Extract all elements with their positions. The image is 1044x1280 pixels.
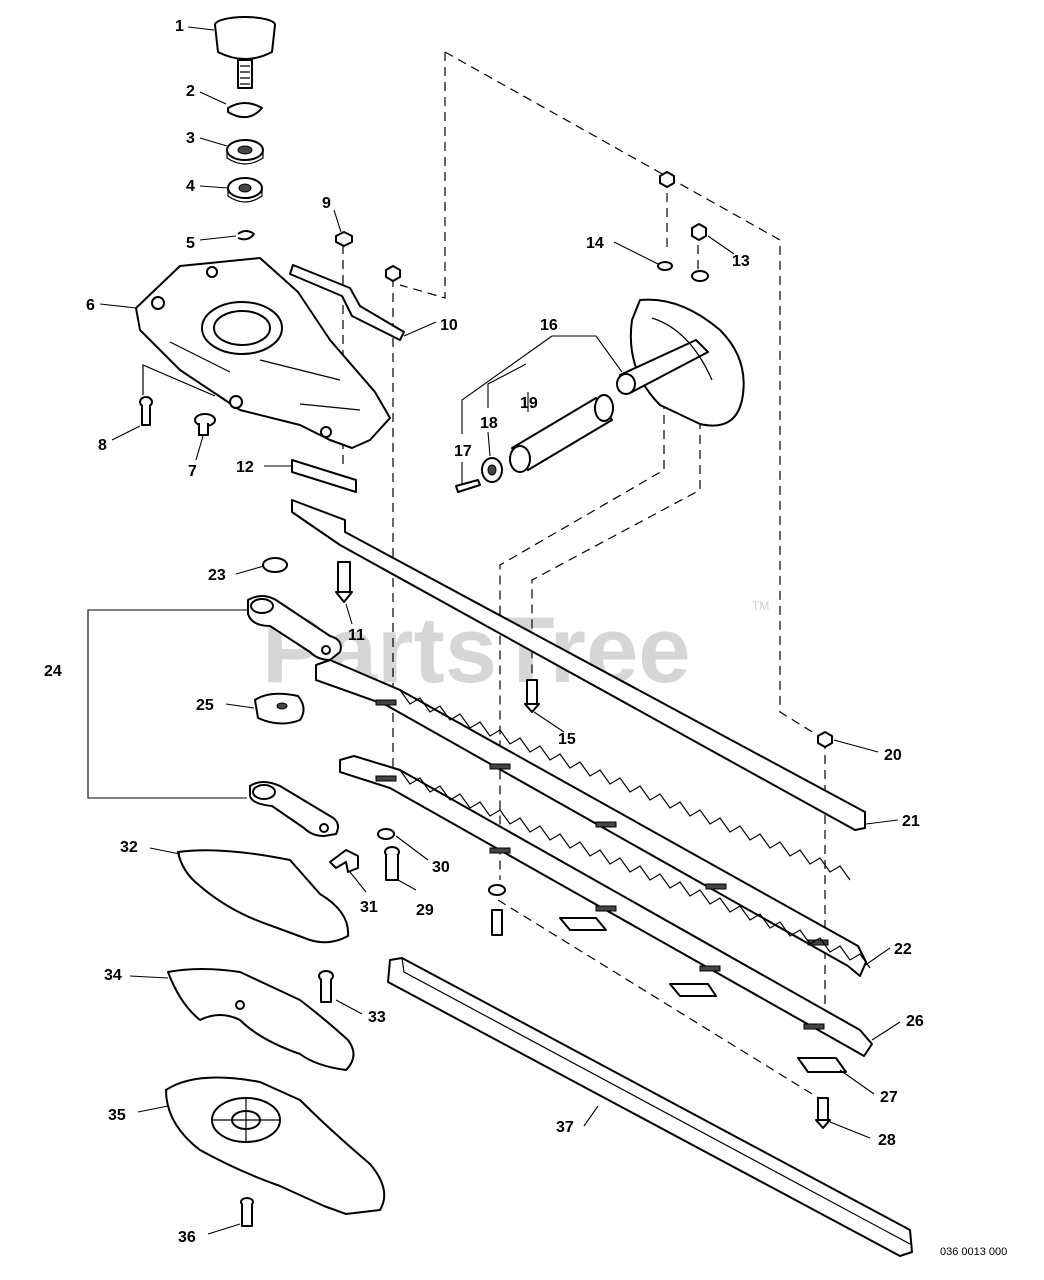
callout-11: 11: [348, 627, 365, 644]
callout-19: 19: [520, 395, 538, 412]
part-3-bearing: [226, 139, 264, 165]
part-16-crank-assembly: [616, 298, 745, 427]
part-1-knob: [214, 16, 276, 89]
callout-22: 22: [894, 941, 912, 958]
callout-labels: 1 2 3 4 5 6 7 8 9 10 11 12 13 14 15 16 1…: [44, 18, 924, 1246]
callout-33: 33: [368, 1009, 386, 1026]
part-36-bolt: [240, 1197, 254, 1227]
callout-17: 17: [454, 443, 472, 460]
callout-27: 27: [880, 1089, 898, 1106]
callout-16: 16: [540, 317, 558, 334]
screw-mid: [491, 909, 503, 936]
callout-36: 36: [178, 1229, 196, 1246]
callout-2: 2: [186, 83, 195, 100]
watermark-trademark: TM: [752, 599, 769, 613]
part-21-bar: [291, 499, 866, 831]
gasket-hole: [235, 1000, 245, 1010]
nut-upper: [659, 171, 675, 188]
part-23-washer: [262, 557, 288, 573]
callout-34: 34: [104, 967, 122, 984]
part-24-connecting-rod-lower: [249, 781, 339, 837]
part-2-snap-ring: [227, 102, 263, 119]
callout-15: 15: [558, 731, 576, 748]
callout-6: 6: [86, 297, 95, 314]
part-28-screw: [815, 1097, 831, 1129]
part-27-guide-blocks: [559, 917, 847, 1073]
leader-lines: [99, 26, 901, 1235]
nut-top: [385, 265, 401, 282]
washer-right: [691, 270, 709, 282]
part-18-washer: [481, 457, 503, 483]
part-12-plate: [291, 459, 357, 493]
part-10-bracket: [289, 264, 405, 341]
callout-25: 25: [196, 697, 214, 714]
part-19-sleeve: [509, 394, 614, 473]
part-4-bearing: [227, 177, 263, 203]
washer-mid: [488, 884, 506, 896]
callout-21: 21: [902, 813, 920, 830]
callout-29: 29: [416, 902, 434, 919]
callout-18: 18: [480, 415, 498, 432]
callout-14: 14: [586, 235, 604, 252]
callout-4: 4: [186, 178, 195, 195]
callout-20: 20: [884, 747, 902, 764]
part-30-washer: [377, 828, 395, 840]
callout-32: 32: [120, 839, 138, 856]
part-6-gear-case: [135, 257, 391, 449]
callout-13: 13: [732, 253, 750, 270]
part-5-clip: [237, 230, 255, 241]
callout-8: 8: [98, 437, 107, 454]
callout-3: 3: [186, 130, 195, 147]
part-20-nut: [817, 731, 833, 748]
callout-24: 24: [44, 663, 62, 680]
callout-26: 26: [906, 1013, 924, 1030]
part-9-nut: [335, 231, 353, 247]
part-35-lower-cover: [165, 1076, 386, 1215]
part-14-washer: [657, 261, 673, 271]
document-number: 036 0013 000: [940, 1246, 1007, 1258]
part-32-gasket: [177, 849, 350, 944]
callout-28: 28: [878, 1132, 896, 1149]
part-13-nut: [691, 223, 707, 241]
part-33-bolt: [318, 970, 334, 1003]
callout-5: 5: [186, 235, 195, 252]
part-34-gasket: [167, 968, 355, 1071]
part-29-bolt: [384, 846, 400, 881]
part-15-screw: [524, 679, 540, 713]
part-8-bolt: [139, 396, 153, 426]
part-22-upper-blade: [315, 659, 867, 977]
part-24-bracket: [87, 609, 247, 799]
callout-7: 7: [188, 463, 197, 480]
callout-37: 37: [556, 1119, 574, 1136]
callout-35: 35: [108, 1107, 126, 1124]
callout-10: 10: [440, 317, 458, 334]
callout-1: 1: [175, 18, 184, 35]
callout-9: 9: [322, 195, 331, 212]
part-37-guide-bar: [387, 957, 913, 1257]
part-17-screw: [455, 479, 481, 493]
callout-12: 12: [236, 459, 254, 476]
callout-23: 23: [208, 567, 226, 584]
part-7-bolt: [194, 413, 216, 436]
callout-30: 30: [432, 859, 450, 876]
callout-31: 31: [360, 899, 378, 916]
part-26-lower-blade: [339, 755, 873, 1057]
part-31-clip: [329, 849, 359, 873]
part-25-eccentric: [254, 692, 305, 725]
part-11-screw: [335, 561, 353, 603]
